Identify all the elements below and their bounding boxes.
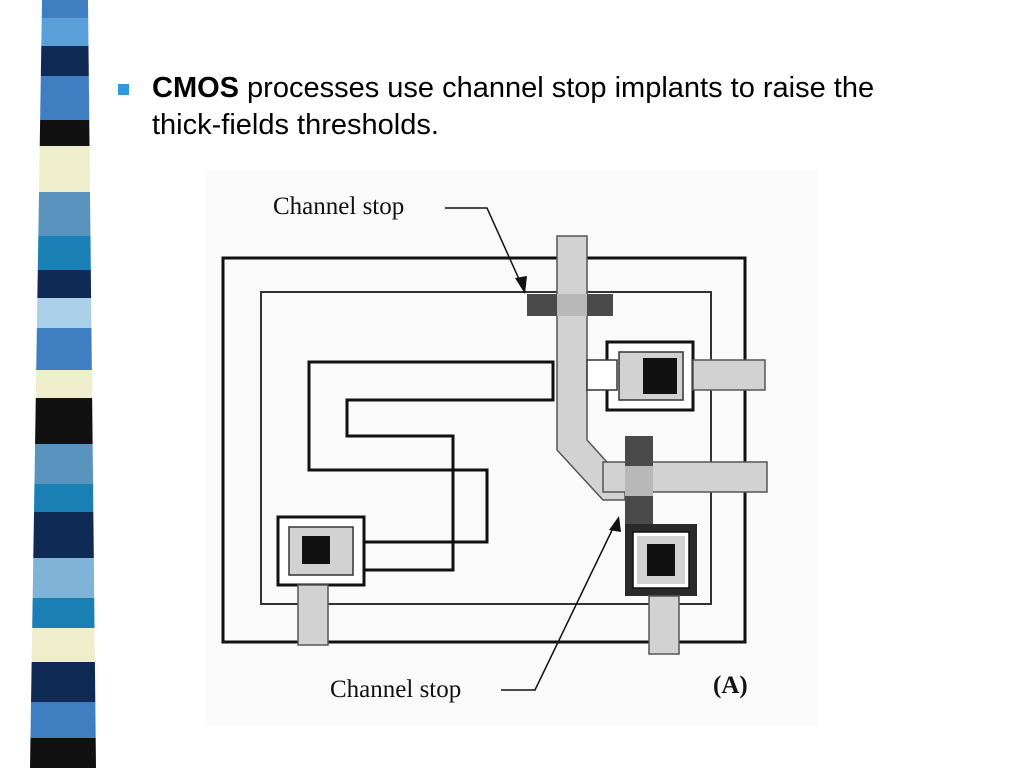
upper-right-lead [692,359,766,391]
channel-stop-label-bottom: Channel stop [330,676,461,703]
left-contact [302,536,330,564]
bottom-arrowhead [609,516,621,532]
upper-right-contact [643,358,677,394]
bullet-square-icon [118,84,129,95]
left-bottom-lead [297,584,329,646]
layout-diagram: Channel stop Channel stop (A) [205,170,817,726]
left-diffusion-inner [288,526,354,576]
serpentine-interconnect [307,360,555,572]
bottom-annotation-arrow [501,523,616,691]
cmos-layout-figure: Channel stop Channel stop (A) [205,170,817,726]
inner-well-outline [260,291,712,605]
lower-right-contact [647,544,675,576]
figure-tag: (A) [713,672,748,699]
channel-stop-top-gap [557,294,587,316]
decorative-stripe-bar [0,0,100,768]
top-annotation-arrow [445,207,524,289]
upper-right-left-lead [586,359,618,391]
channel-stop-bottom-gap [625,466,653,496]
channel-stop-label-top: Channel stop [273,193,404,220]
outer-well-outline [221,256,747,644]
bullet-body: processes use channel stop implants to r… [152,72,875,141]
lower-right-bottom-lead [648,595,680,655]
bullet-text: CMOS processes use channel stop implants… [152,70,912,144]
top-arrowhead [515,276,527,294]
bullet-keyword: CMOS [152,72,239,104]
